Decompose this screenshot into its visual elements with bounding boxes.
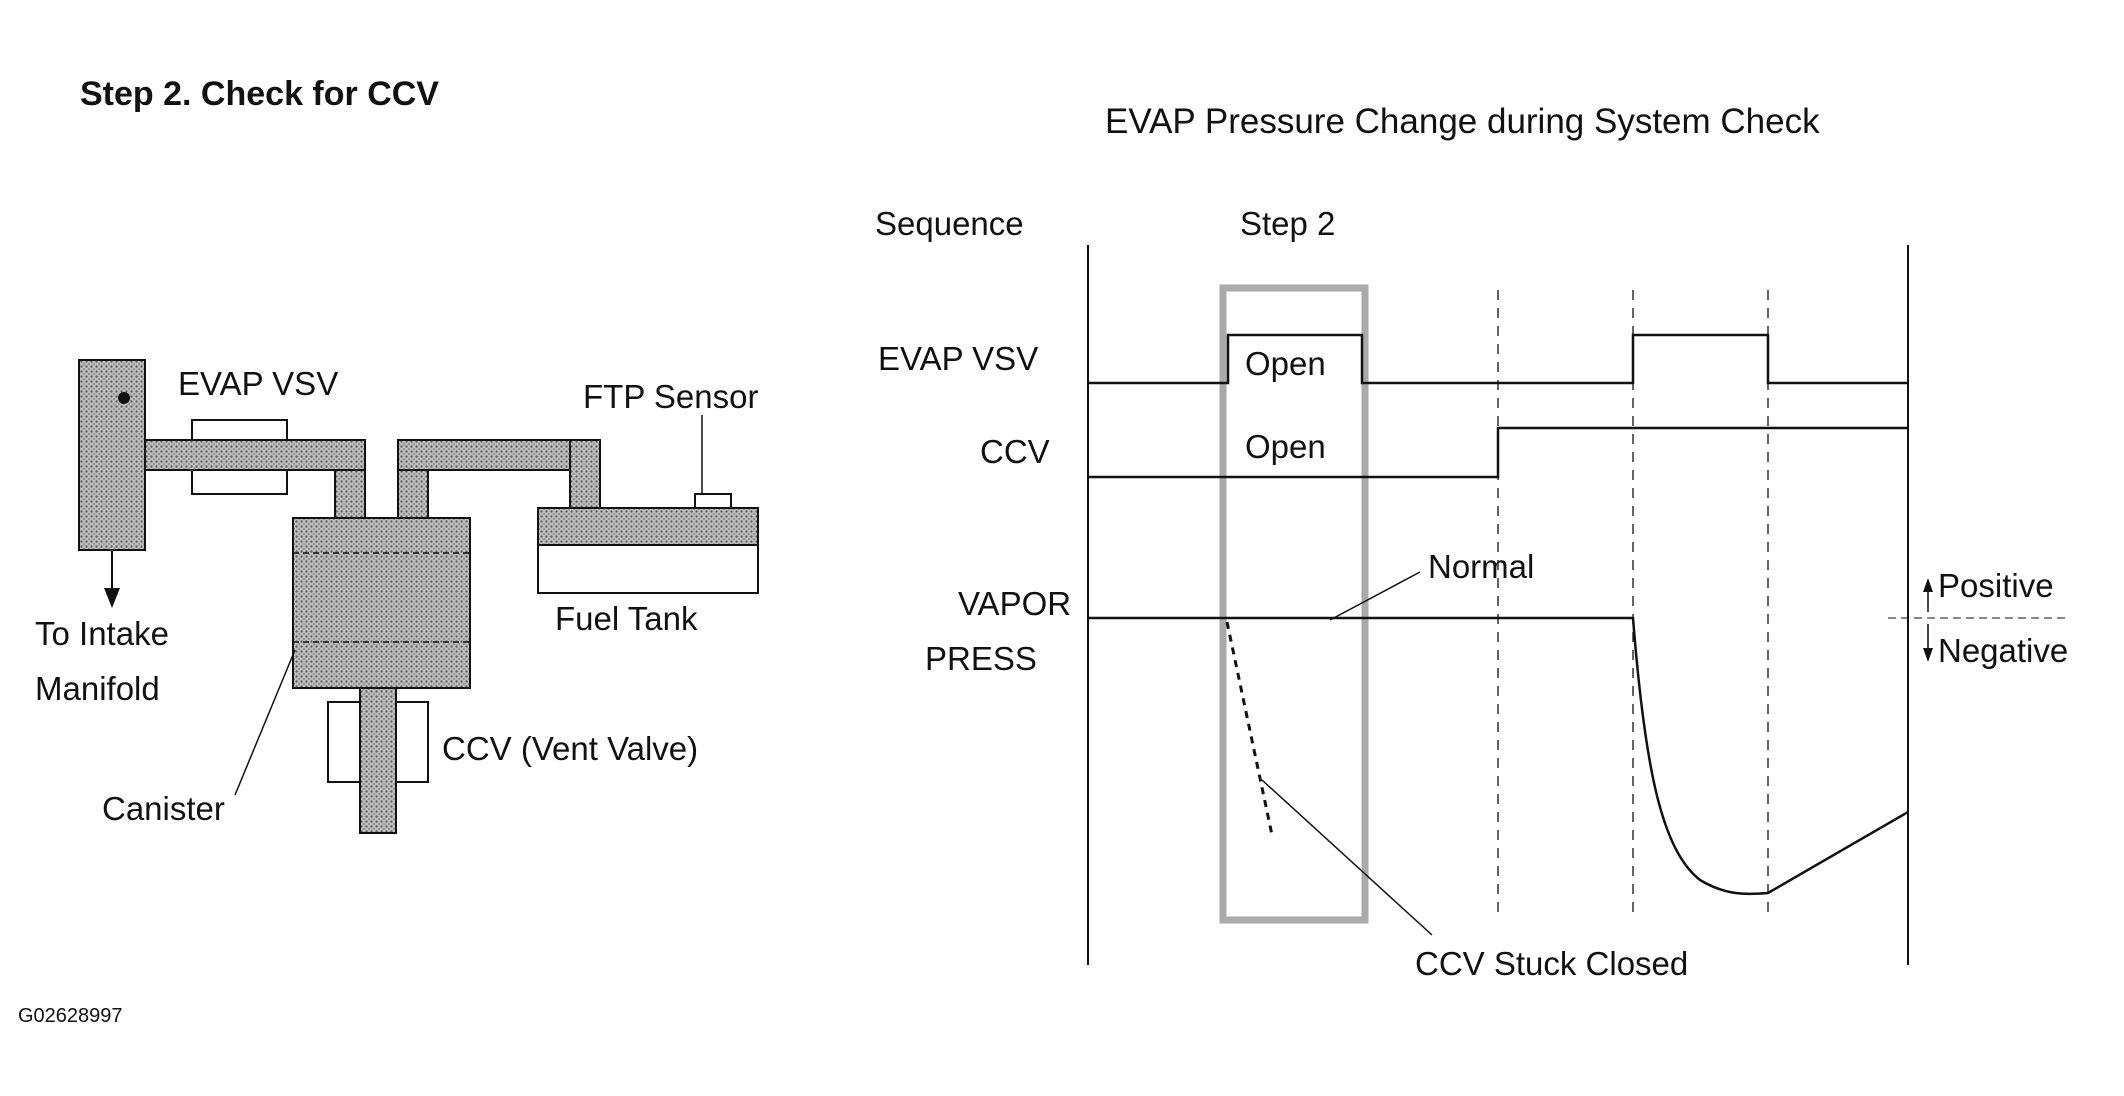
evap-vsv-open-label: Open [1245, 345, 1326, 382]
fuel-tank [537, 544, 759, 594]
row-label-evap-vsv: EVAP VSV [878, 340, 1038, 377]
evap-vsv-label: EVAP VSV [178, 365, 338, 402]
vapor-line [397, 439, 601, 471]
fuel-tank-vapor-space [537, 507, 759, 546]
purge-line [144, 439, 366, 471]
to-intake-label-line1: To Intake [35, 615, 169, 652]
figure-code: G02628997 [18, 1005, 123, 1027]
timing-chart [1087, 245, 2070, 965]
intake-manifold-pipe [78, 359, 146, 551]
ccv-open-label: Open [1245, 428, 1326, 465]
sequence-label: Sequence [875, 205, 1024, 242]
evap-vsv-body-bottom [191, 469, 288, 495]
to-intake-label-line2: Manifold [35, 670, 160, 707]
ccv-body-left [327, 701, 361, 783]
normal-label: Normal [1428, 548, 1534, 585]
ftp-sensor-label: FTP Sensor [583, 378, 758, 415]
evap-system-diagram [78, 359, 759, 834]
ccv-signal [1088, 426, 1908, 479]
ccv-body-right [395, 701, 429, 783]
vent-line [359, 687, 397, 834]
step-title: Step 2. Check for CCV [80, 75, 439, 113]
canister-label: Canister [102, 790, 225, 827]
row-label-vapor-line1: VAPOR [958, 585, 1071, 622]
step-2-highlight-box [1219, 284, 1369, 924]
evap-vsv-body-top [191, 419, 288, 441]
ftp-sensor [694, 493, 732, 509]
down-arrow-icon [104, 588, 120, 608]
row-label-ccv: CCV [980, 433, 1050, 470]
ccv-vent-valve-label: CCV (Vent Valve) [442, 730, 698, 767]
down-arrow-icon [1923, 648, 1933, 662]
fuel-tank-label: Fuel Tank [555, 600, 698, 637]
ccv-stuck-closed-curve [1225, 621, 1274, 836]
row-label-vapor-line2: PRESS [925, 640, 1037, 677]
canister [292, 517, 471, 689]
intake-port-dot [118, 392, 130, 404]
step-2-label: Step 2 [1240, 205, 1335, 242]
vapor-pressure-curve [1088, 616, 1909, 896]
negative-label: Negative [1938, 632, 2068, 669]
ccv-stuck-closed-label: CCV Stuck Closed [1415, 945, 1688, 982]
up-arrow-icon [1923, 578, 1933, 592]
positive-label: Positive [1938, 567, 2054, 604]
timing-chart-title: EVAP Pressure Change during System Check [1105, 102, 1820, 141]
evap-vsv-signal [1088, 333, 1908, 385]
